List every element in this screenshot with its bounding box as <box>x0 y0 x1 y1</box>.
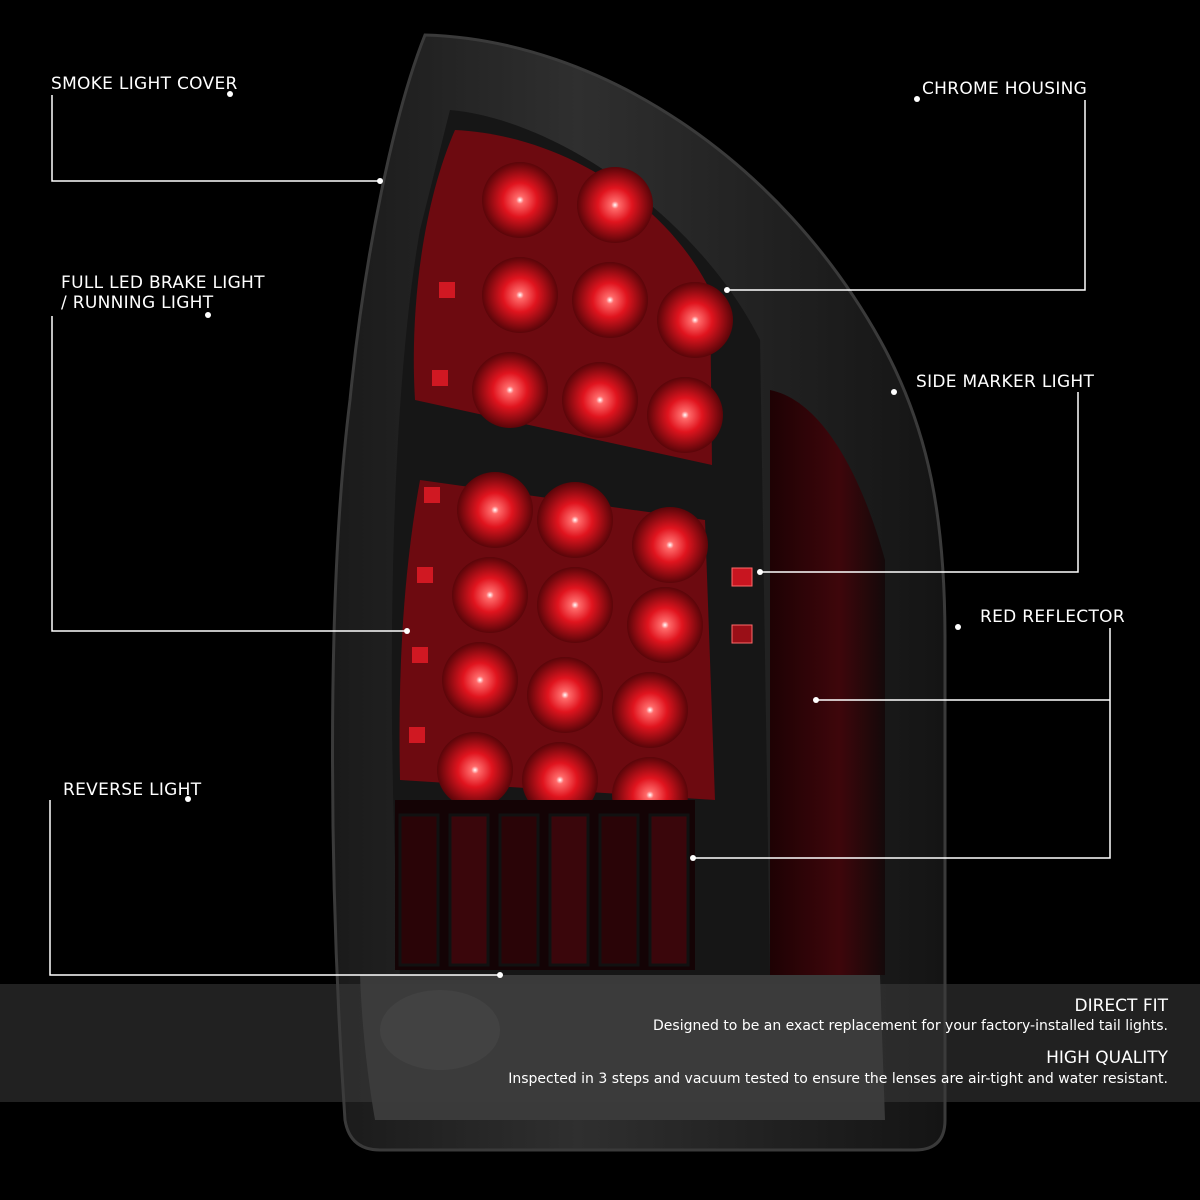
led-array <box>409 162 733 833</box>
small-led <box>432 370 448 386</box>
led-bulb <box>537 482 613 558</box>
side-marker-led <box>731 624 753 644</box>
reverse-bar <box>598 813 640 967</box>
feature-title-direct-fit: DIRECT FIT <box>1074 996 1169 1016</box>
led-bulb <box>457 472 533 548</box>
feature-title-high-quality: HIGH QUALITY <box>1046 1048 1168 1068</box>
led-bulb <box>537 567 613 643</box>
callout-reverse-line <box>49 800 500 976</box>
small-led <box>439 282 455 298</box>
reverse-light-section <box>395 800 695 970</box>
led-bulb <box>632 507 708 583</box>
label-side-marker-light: SIDE MARKER LIGHT <box>916 372 1095 392</box>
label-red-reflector: RED REFLECTOR <box>980 607 1125 627</box>
callout-chrome-line <box>727 100 1086 291</box>
reverse-bar <box>648 813 690 967</box>
led-bulb <box>437 732 513 808</box>
led-bulb <box>527 657 603 733</box>
small-led <box>409 727 425 743</box>
label-reverse-light: REVERSE LIGHT <box>63 780 202 800</box>
led-bulb <box>657 282 733 358</box>
led-bulb <box>482 257 558 333</box>
reverse-bar <box>448 813 490 967</box>
callout-led-line <box>51 316 407 632</box>
reverse-bar <box>398 813 440 967</box>
callout-marker-line <box>760 392 1079 573</box>
red-reflector-shape <box>770 390 885 975</box>
led-bulb <box>577 167 653 243</box>
small-led <box>424 487 440 503</box>
led-bulb <box>482 162 558 238</box>
led-bulb <box>452 557 528 633</box>
callout-reflector-line <box>693 628 1111 859</box>
reverse-bar <box>548 813 590 967</box>
reverse-bars <box>398 813 690 967</box>
label-chrome-housing: CHROME HOUSING <box>922 79 1088 99</box>
led-bulb <box>647 377 723 453</box>
label-smoke-light-cover: SMOKE LIGHT COVER <box>51 74 238 94</box>
label-full-led-line2: / RUNNING LIGHT <box>61 293 214 313</box>
led-bulb <box>522 742 598 818</box>
feature-desc-direct-fit: Designed to be an exact replacement for … <box>653 1018 1168 1034</box>
small-led <box>412 647 428 663</box>
led-bulb <box>472 352 548 428</box>
feature-banner: DIRECT FIT Designed to be an exact repla… <box>0 984 1200 1102</box>
led-bulb <box>442 642 518 718</box>
side-marker-led <box>731 567 753 587</box>
led-bulb <box>612 672 688 748</box>
led-bulb <box>572 262 648 338</box>
label-full-led: FULL LED BRAKE LIGHT / RUNNING LIGHT <box>61 273 265 313</box>
small-led <box>417 567 433 583</box>
callout-smoke-line <box>51 95 380 182</box>
led-bulb <box>627 587 703 663</box>
led-bulb <box>562 362 638 438</box>
feature-desc-high-quality: Inspected in 3 steps and vacuum tested t… <box>508 1071 1168 1087</box>
label-full-led-line1: FULL LED BRAKE LIGHT <box>61 273 265 293</box>
reverse-bar <box>498 813 540 967</box>
